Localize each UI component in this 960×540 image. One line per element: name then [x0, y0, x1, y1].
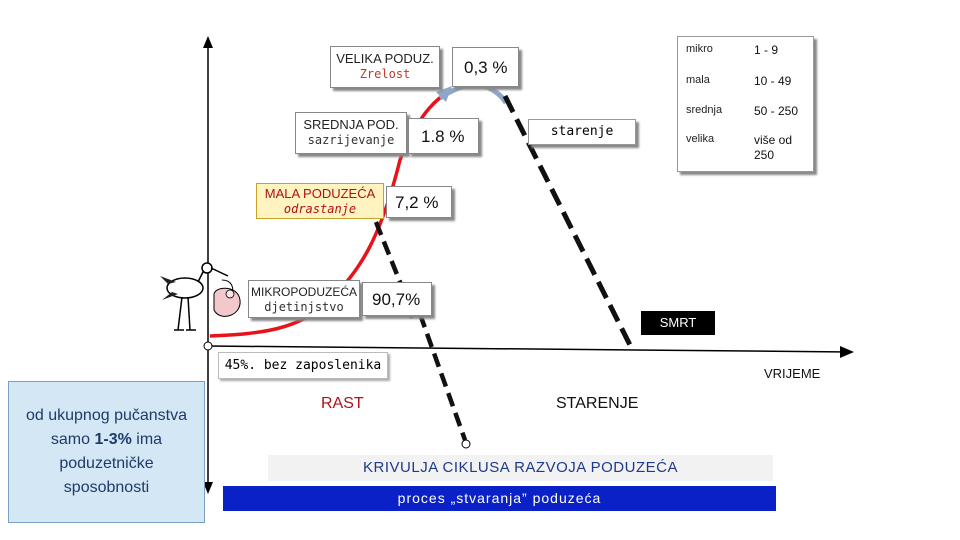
- legend-key: srednja: [686, 104, 723, 116]
- legend-value: više od 250: [754, 133, 792, 163]
- legend-value: 1 - 9: [754, 43, 779, 57]
- x-axis-label: VRIJEME: [764, 366, 821, 381]
- velika-stage-phase: Zrelost: [359, 67, 411, 81]
- rast-label: RAST: [321, 395, 364, 412]
- velika-stage-box: VELIKA PODUZ. Zrelost: [330, 46, 440, 88]
- srednja-stage-box: SREDNJA POD. sazrijevanje: [295, 112, 407, 154]
- note-line2-bold: 1-3%: [94, 431, 132, 448]
- velika-percent-box: 0,3 %: [452, 47, 519, 87]
- mikro-percent: 90,7%: [372, 290, 421, 309]
- mala-stage-box: MALA PODUZEĆA odrastanje: [256, 183, 384, 219]
- size-legend-table: mikro 1 - 9 mala 10 - 49 srednja 50 - 25…: [677, 36, 814, 172]
- srednja-stage-name: SREDNJA POD.: [303, 117, 399, 132]
- note-line3: poduzetničke: [59, 455, 154, 472]
- population-note: od ukupnog pučanstva samo 1-3% ima poduz…: [8, 381, 205, 523]
- starenje-big-label: STARENJE: [556, 395, 639, 412]
- y-axis-arrow-bottom: [203, 482, 213, 494]
- decline-line: [502, 94, 633, 347]
- legend-value-line2: 250: [754, 148, 775, 162]
- velika-stage-name: VELIKA PODUZ.: [336, 51, 434, 66]
- origin-marker: [203, 341, 213, 351]
- no-employees-note: 45%. bez zaposlenika: [218, 352, 388, 379]
- srednja-percent-box: 1.8 %: [408, 118, 479, 154]
- legend-value: 50 - 250: [754, 104, 799, 118]
- starenje-label: starenje: [528, 119, 636, 145]
- stork-carrying-baby-icon: [160, 262, 241, 331]
- process-bar: proces „stvaranja” poduzeća: [223, 486, 776, 511]
- maturity-arc-arrow: [436, 86, 452, 102]
- srednja-stage-phase: sazrijevanje: [307, 133, 395, 147]
- srednja-percent: 1.8 %: [421, 127, 465, 146]
- mikro-stage-name: MIKROPODUZEĆA: [250, 285, 357, 299]
- x-axis: [207, 345, 851, 353]
- mikro-stage-phase: djetinjstvo: [264, 300, 344, 314]
- growth-curve: [209, 88, 453, 338]
- micro-decline-line: [417, 313, 468, 441]
- mala-stage-phase: odrastanje: [283, 202, 357, 216]
- note-line2-prefix: samo: [50, 431, 95, 448]
- y-axis-arrow-top: [203, 36, 213, 48]
- legend-value-line1: više od: [754, 133, 793, 147]
- legend-value: 10 - 49: [754, 74, 792, 88]
- smrt-label: SMRT: [641, 311, 715, 335]
- velika-percent: 0,3 %: [464, 58, 508, 77]
- mala-percent: 7,2 %: [395, 193, 439, 212]
- legend-key: mala: [686, 74, 710, 86]
- mala-stage-name: MALA PODUZEĆA: [264, 186, 376, 201]
- legend-key: mikro: [686, 43, 713, 55]
- mikro-percent-box: 90,7%: [362, 282, 432, 316]
- curve-title: KRIVULJA CIKLUSA RAZVOJA PODUZEĆA: [268, 455, 773, 481]
- mala-decline-line: [373, 221, 415, 313]
- legend-key: velika: [686, 133, 715, 145]
- note-line4: sposobnosti: [63, 479, 150, 496]
- mikro-stage-box: MIKROPODUZEĆA djetinjstvo: [248, 280, 360, 318]
- mala-percent-box: 7,2 %: [386, 186, 452, 218]
- note-line2-suffix: ima: [131, 431, 163, 448]
- branch-node-2: [461, 439, 471, 449]
- note-line1: od ukupnog pučanstva: [25, 407, 187, 424]
- x-axis-arrow: [840, 346, 854, 358]
